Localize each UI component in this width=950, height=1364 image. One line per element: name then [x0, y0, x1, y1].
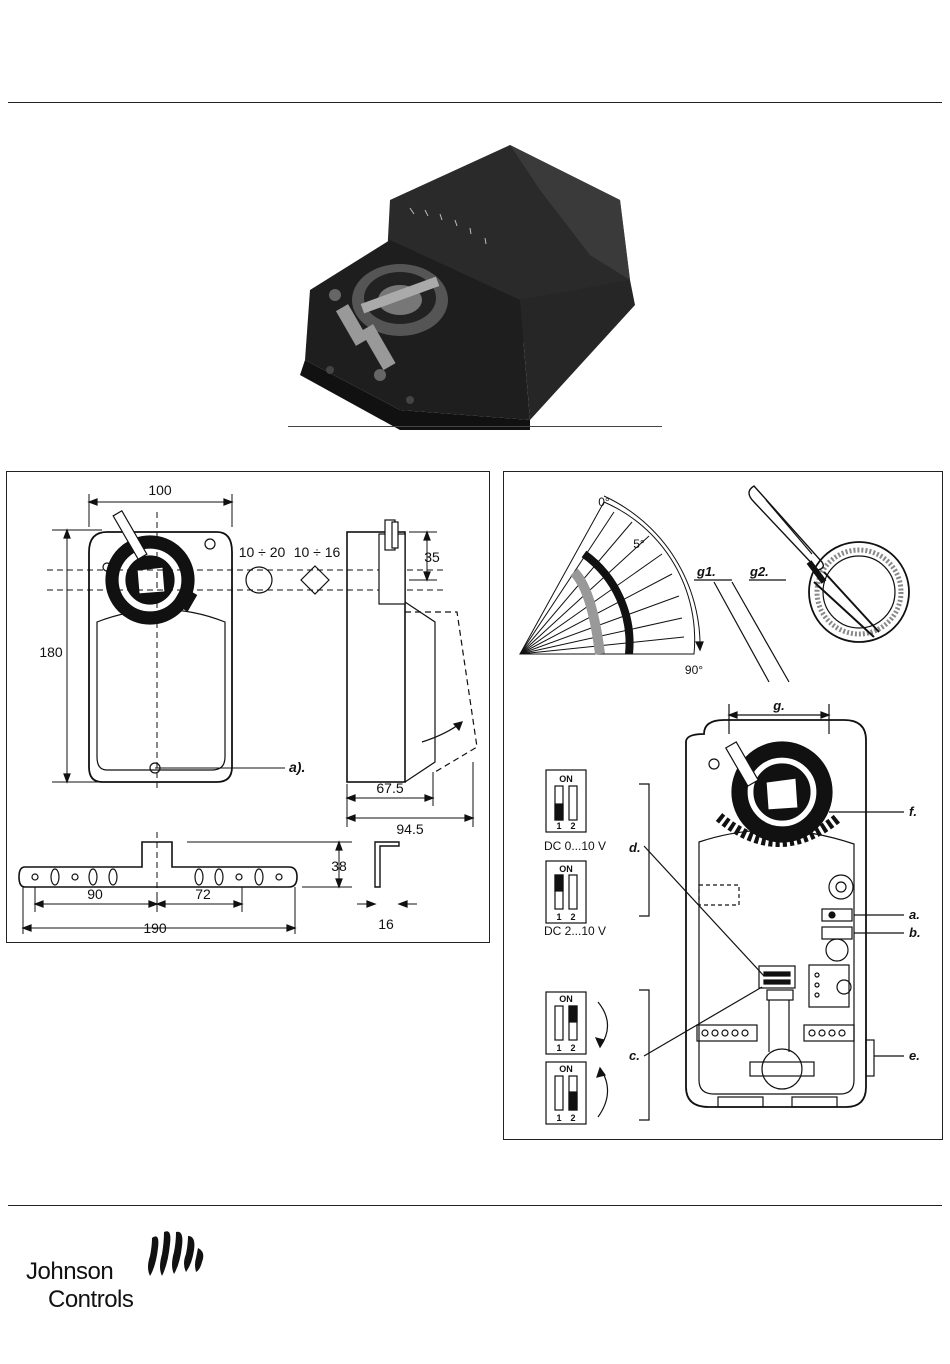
- johnson-controls-logo: Johnson Controls: [26, 1228, 226, 1318]
- angle-90: 90°: [685, 663, 703, 677]
- dip-2-label-d: 2: [570, 1113, 575, 1123]
- logo-line-2: Controls: [48, 1286, 133, 1314]
- dip-on-1: ON: [559, 774, 573, 784]
- label-c: c.: [629, 1048, 640, 1063]
- dip-on-4: ON: [559, 1064, 573, 1074]
- dim-shaft-square: 10 ÷ 16: [294, 544, 341, 560]
- dc-2-10-label: DC 2...10 V: [544, 924, 606, 938]
- dim-depth-35: 35: [424, 549, 440, 565]
- dim-width-100: 100: [148, 482, 172, 498]
- dip-2-label-b: 2: [570, 912, 575, 922]
- dim-bracket-90: 90: [87, 886, 103, 902]
- logo-mark-icon: [146, 1228, 210, 1288]
- dip-1-label-a: 1: [556, 821, 561, 831]
- dim-bracket-16: 16: [378, 916, 394, 932]
- dim-depth-67: 67.5: [376, 780, 403, 796]
- label-e: e.: [909, 1048, 920, 1063]
- dip-1-label-d: 1: [556, 1113, 561, 1123]
- photo-underline: [288, 426, 662, 427]
- dim-height-180: 180: [39, 644, 63, 660]
- dip-1-label-b: 1: [556, 912, 561, 922]
- dim-bracket-190: 190: [143, 920, 167, 936]
- label-g1: g1.: [696, 564, 716, 579]
- dip-2-label-c: 2: [570, 1043, 575, 1053]
- label-g2: g2.: [749, 564, 769, 579]
- label-g: g.: [772, 698, 785, 713]
- bottom-rule: [8, 1205, 942, 1206]
- angle-0: 0°: [598, 495, 610, 509]
- angle-step-5: 5°: [633, 537, 645, 551]
- logo-line-1: Johnson: [26, 1258, 113, 1286]
- label-a: a.: [909, 907, 920, 922]
- actuator-photo: [290, 130, 662, 430]
- dc-0-10-label: DC 0...10 V: [544, 839, 606, 853]
- dimension-drawing-panel: 100 180 10 ÷ 20 10 ÷ 16 35 67.5 94.5 38 …: [6, 471, 490, 943]
- callout-a: a).: [289, 759, 305, 775]
- dim-bracket-38: 38: [331, 858, 347, 874]
- dip-2-label-a: 2: [570, 821, 575, 831]
- dim-bracket-72: 72: [195, 886, 211, 902]
- controls-drawing-panel: 0° 90° 5° ON 1 2 ON 1 2 ON 1 2 ON 1 2 DC…: [503, 471, 943, 1140]
- dip-on-3: ON: [559, 994, 573, 1004]
- label-b: b.: [909, 925, 921, 940]
- dip-1-label-c: 1: [556, 1043, 561, 1053]
- dip-on-2: ON: [559, 864, 573, 874]
- dim-shaft-round: 10 ÷ 20: [239, 544, 286, 560]
- dim-depth-94: 94.5: [396, 821, 423, 837]
- top-rule: [8, 102, 942, 103]
- label-d: d.: [629, 840, 641, 855]
- label-f: f.: [909, 804, 917, 819]
